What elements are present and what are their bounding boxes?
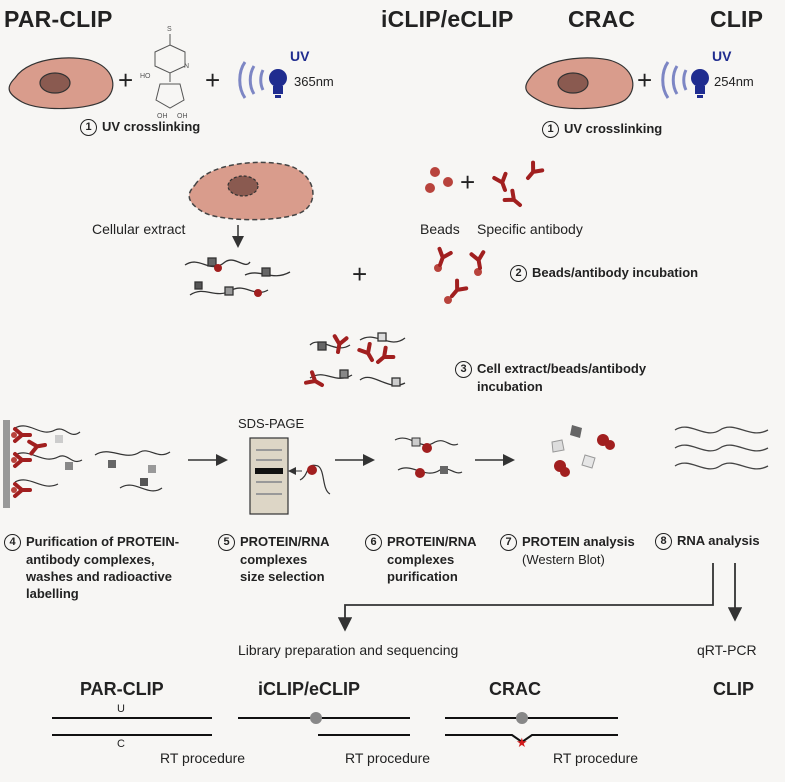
step5-line1: PROTEIN/RNA — [240, 534, 330, 549]
protein-fragments — [551, 425, 615, 477]
step7-line2: (Western Blot) — [522, 552, 605, 568]
step8-number: 8 — [655, 533, 672, 550]
step4-number: 4 — [4, 534, 21, 552]
step1-left: 1 UV crosslinking — [80, 119, 200, 136]
bottom-clip: CLIP — [713, 679, 755, 699]
library-label: Library preparation and sequencing — [238, 642, 459, 658]
step8-text: RNA analysis — [677, 532, 760, 548]
beads-label: Beads — [420, 221, 460, 237]
step7-number: 7 — [500, 534, 517, 552]
step4-line3: washes and radioactive — [26, 569, 172, 585]
uv-wavelength-left: 365nm — [294, 74, 334, 89]
cytidine-label: C — [117, 738, 125, 750]
step7-line1: PROTEIN analysis — [522, 534, 635, 549]
crac-rt: ★ — [445, 712, 618, 751]
header-crac: CRAC — [568, 6, 636, 32]
svg-text:OH: OH — [157, 113, 168, 120]
step7: 7 PROTEIN analysis (Western Blot) — [500, 533, 635, 568]
step3-number: 3 — [455, 361, 472, 379]
header-iclip: iCLIP/eCLIP — [381, 6, 514, 32]
step6-number: 6 — [365, 534, 382, 552]
uv-lamp-left — [238, 61, 287, 99]
step4-line2: antibody complexes, — [26, 552, 155, 568]
step3-line2: incubation — [477, 379, 543, 395]
antibody-beads-step2 — [432, 246, 488, 304]
plus-4: + — [460, 167, 476, 197]
step6-line2: complexes — [387, 552, 455, 568]
lysed-cell — [188, 161, 314, 221]
step6-line1: PROTEIN/RNA — [387, 534, 477, 549]
bottom-parclip: PAR-CLIP — [80, 679, 164, 699]
step5-line3: size selection — [240, 569, 325, 585]
parclip-rt — [52, 717, 212, 736]
cellular-extract-label: Cellular extract — [92, 221, 186, 237]
step2-text: Beads/antibody incubation — [532, 264, 699, 280]
header-parclip: PAR-CLIP — [4, 6, 113, 32]
step2: 2 Beads/antibody incubation — [510, 265, 698, 282]
sds-page-gel — [249, 437, 331, 515]
svg-text:S: S — [167, 26, 172, 33]
complexes-step3 — [309, 332, 406, 387]
rnp-complexes-1 — [184, 257, 291, 297]
purified-complex — [394, 437, 463, 478]
step1-right-number: 1 — [542, 121, 559, 138]
step8: 8 RNA analysis — [655, 533, 760, 550]
step2-number: 2 — [510, 265, 527, 282]
uv-label-right: UV — [712, 48, 732, 64]
step3-line1: Cell extract/beads/antibody — [477, 361, 647, 376]
step5-number: 5 — [218, 534, 235, 552]
cell-right — [525, 57, 634, 110]
rt-procedure-1: RT procedure — [160, 750, 246, 766]
svg-text:N: N — [184, 63, 189, 70]
specific-antibody-label: Specific antibody — [477, 221, 583, 237]
column-step4 — [3, 420, 171, 508]
plus-3: + — [637, 65, 653, 95]
svg-text:OH: OH — [177, 113, 188, 120]
uv-wavelength-right: 254nm — [714, 74, 754, 89]
svg-text:HO: HO — [140, 73, 151, 80]
step1-left-text: UV crosslinking — [102, 118, 201, 134]
antibodies-top — [492, 160, 545, 212]
plus-2: + — [205, 65, 221, 95]
step1-right: 1 UV crosslinking — [542, 121, 662, 138]
arrow-to-library — [337, 563, 714, 632]
uv-lamp-right — [661, 61, 709, 99]
qrtpcr-label: qRT-PCR — [697, 642, 757, 658]
step4: 4 Purification of PROTEIN-antibody comple… — [4, 533, 179, 603]
nucleoside-molecule: S HO OH OH N — [140, 26, 189, 120]
step4-line4: labelling — [26, 586, 79, 602]
plus-1: + — [118, 65, 134, 95]
iclip-rt — [238, 712, 410, 736]
step3: 3 Cell extract/beads/antibody incubation — [455, 360, 646, 396]
uv-label-left: UV — [290, 48, 310, 64]
plus-5: + — [352, 259, 368, 289]
rna-strands — [674, 426, 769, 470]
cell-left — [8, 57, 114, 110]
rt-procedure-2: RT procedure — [345, 750, 431, 766]
beads-top — [425, 167, 453, 193]
bottom-crac: CRAC — [489, 679, 541, 699]
bottom-iclip: iCLIP/eCLIP — [258, 679, 361, 699]
step4-line1: Purification of PROTEIN- — [26, 534, 180, 549]
uridine-label: U — [117, 703, 125, 715]
rt-procedure-3: RT procedure — [553, 750, 639, 766]
header-clip: CLIP — [710, 6, 764, 32]
step1-right-text: UV crosslinking — [564, 120, 663, 136]
step5-line2: complexes — [240, 552, 308, 568]
svg-text:★: ★ — [516, 736, 528, 751]
sds-page-label: SDS-PAGE — [238, 416, 305, 431]
step6-line3: purification — [387, 569, 458, 585]
step1-left-number: 1 — [80, 119, 97, 136]
